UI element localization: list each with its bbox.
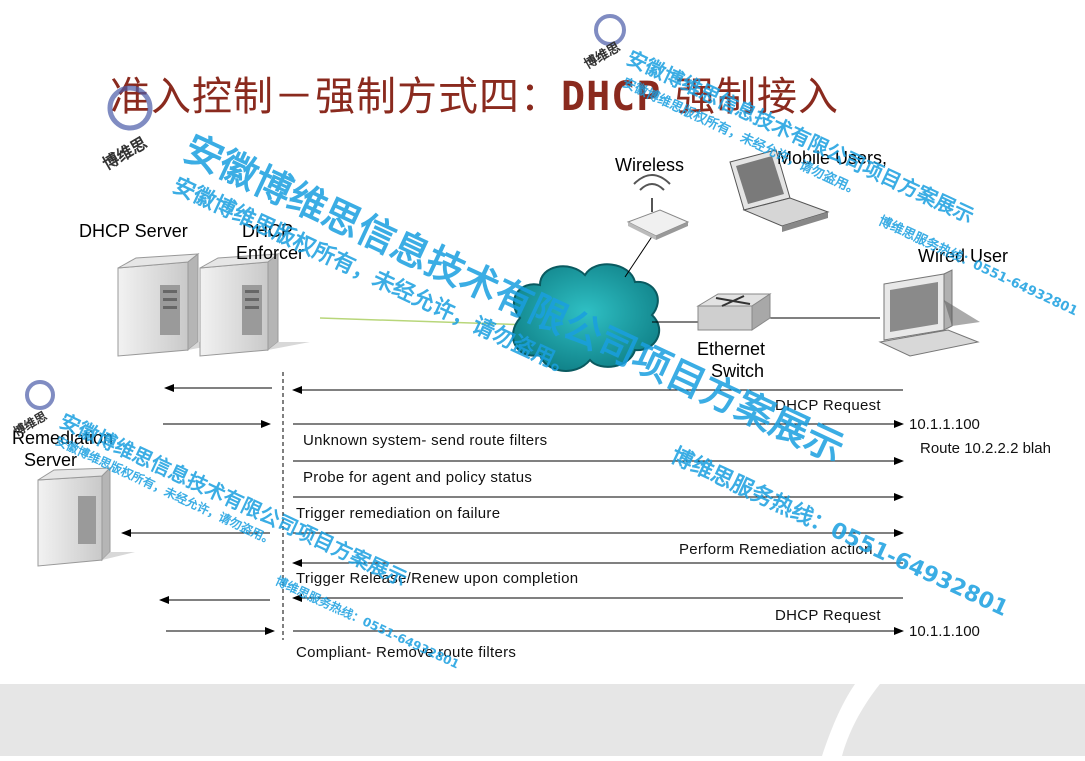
msg-unknown-system: Unknown system- send route filters	[303, 432, 548, 449]
ap-link	[624, 231, 656, 278]
wireless-ap-icon	[626, 174, 690, 240]
diagram-canvas	[25, 14, 980, 640]
msg-dhcp-request-2: DHCP Request	[775, 607, 881, 624]
dhcp-server-label: DHCP Server	[79, 221, 188, 241]
dhcp-enforcer-label-2: Enforcer	[236, 243, 305, 263]
ethernet-label-2: Switch	[711, 361, 765, 381]
msg-probe-agent: Probe for agent and policy status	[303, 469, 533, 486]
mobile-users-label: Mobile Users,	[777, 148, 888, 168]
logo-mark-icon	[25, 14, 626, 410]
enforcer-link	[319, 317, 531, 326]
note-route: Route 10.2.2.2 blah	[920, 440, 1051, 457]
note-ip-1: 10.1.1.100	[909, 416, 980, 433]
msg-dhcp-request-1: DHCP Request	[775, 397, 881, 414]
title-latin: DHCP	[561, 74, 662, 120]
desktop-pc-icon	[878, 269, 980, 357]
slide-title: 准入控制－强制方式四：DHCP 强制接入	[110, 64, 839, 122]
remediation-server-icon	[37, 466, 135, 567]
network-cloud-icon	[511, 263, 661, 372]
msg-compliant: Compliant- Remove route filters	[296, 644, 517, 661]
msg-perform-remediation: Perform Remediation action	[679, 541, 873, 558]
wired-user-label: Wired User	[918, 246, 1009, 266]
laptop-icon	[729, 149, 830, 232]
wireless-label: Wireless	[615, 155, 685, 175]
ethernet-label-1: Ethernet	[697, 339, 766, 359]
title-prefix: 准入控制－强制方式四：	[110, 74, 561, 120]
msg-trigger-release: Trigger Release/Renew upon completion	[296, 570, 579, 587]
ethernet-switch-icon	[696, 293, 772, 331]
slide-footer	[0, 684, 1085, 756]
dhcp-enforcer-icon	[199, 252, 310, 357]
msg-trigger-remediation: Trigger remediation on failure	[296, 505, 501, 522]
dhcp-server-icon	[117, 252, 230, 357]
dhcp-enforcer-label-1: DHCP	[242, 221, 294, 241]
remediation-label-2: Server	[24, 450, 78, 470]
note-ip-2: 10.1.1.100	[909, 623, 980, 640]
remediation-label-1: Remediation	[12, 428, 114, 448]
footer-swoosh	[822, 684, 880, 756]
title-suffix: 强制接入	[661, 74, 840, 120]
sequence-arrows	[121, 384, 904, 635]
